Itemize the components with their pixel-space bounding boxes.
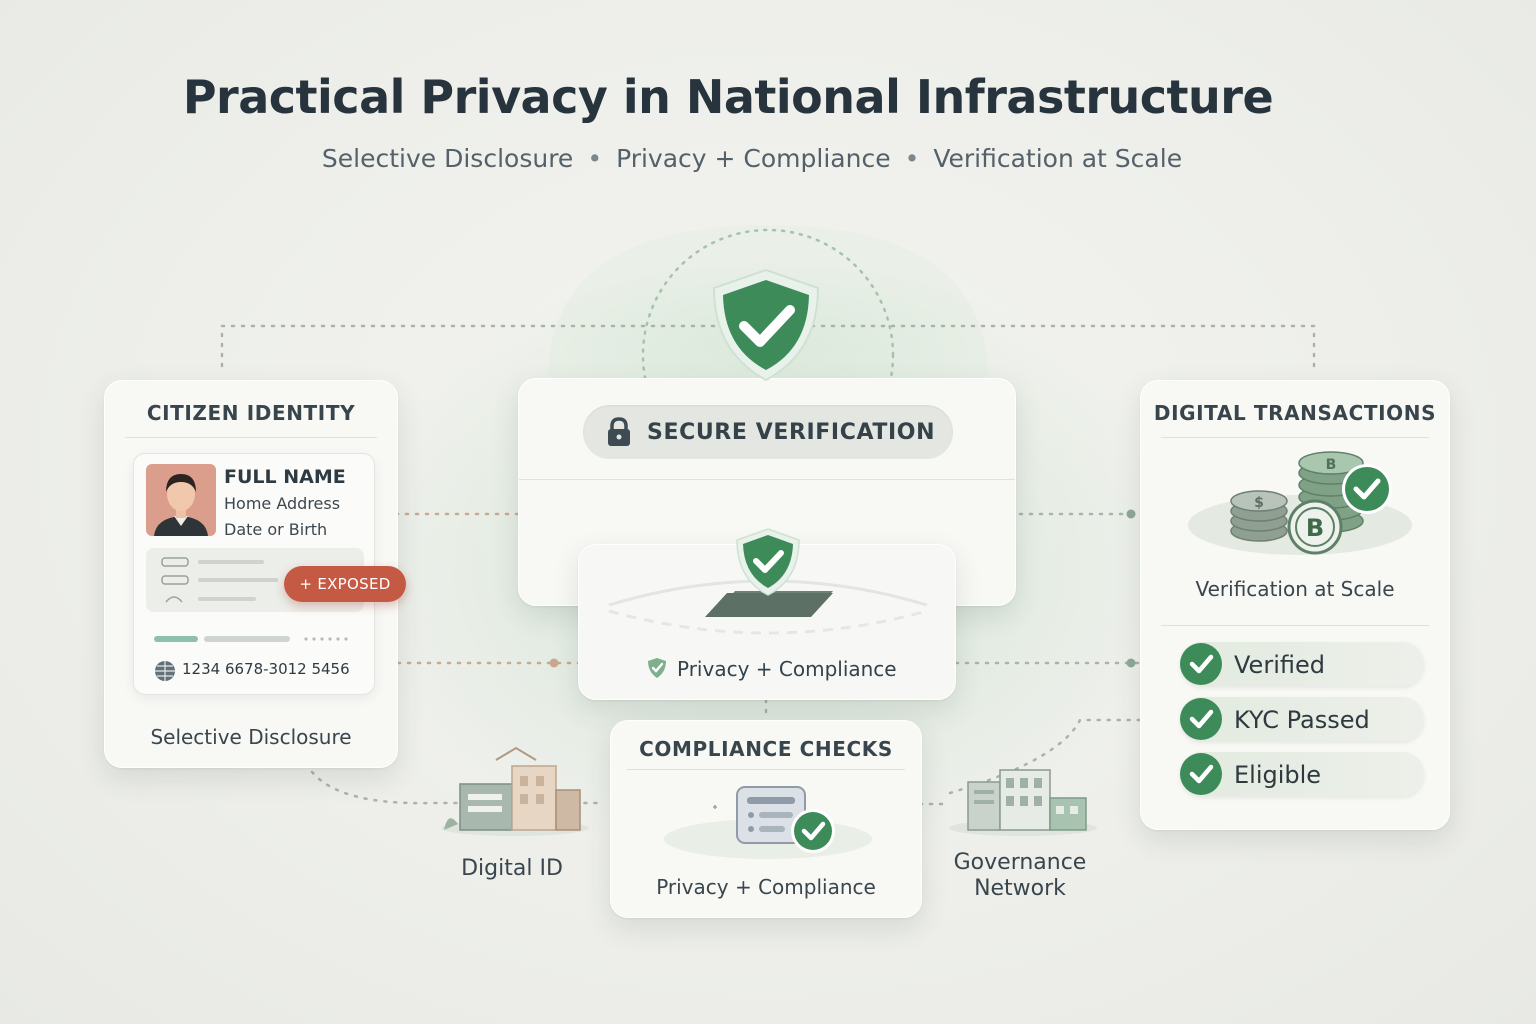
secure-verification-label: SECURE VERIFICATION (647, 420, 936, 445)
governance-line: Governance (953, 850, 1087, 875)
subtitle-separator: • (587, 144, 603, 173)
compliance-checks-card: COMPLIANCE CHECKS Privacy + Compliance (610, 720, 922, 918)
digital-id-label: Digital ID (461, 856, 563, 881)
status-label: KYC Passed (1234, 706, 1370, 734)
digital-transactions-caption: Verification at Scale (1195, 577, 1395, 601)
id-number: 1234 6678-3012 5456 (182, 660, 350, 678)
svg-text:B: B (1326, 457, 1337, 473)
platform-illustration (608, 579, 928, 635)
privacy-compliance-caption: Privacy + Compliance (677, 657, 897, 681)
home-address-label: Home Address (224, 494, 341, 513)
full-name-label: FULL NAME (224, 466, 346, 488)
divider (1161, 625, 1429, 626)
subtitle-item: Privacy + Compliance (616, 144, 891, 173)
avatar-icon (146, 464, 216, 536)
progress-bars (154, 636, 348, 642)
divider (627, 769, 905, 770)
compliance-checks-caption: Privacy + Compliance (656, 875, 876, 899)
page-title: Practical Privacy in National Infrastruc… (182, 70, 1274, 124)
date-of-birth-label: Date or Birth (224, 520, 328, 539)
status-verified: Verified (1180, 642, 1424, 686)
page-subtitle: Selective Disclosure • Privacy + Complianc… (0, 144, 1504, 173)
check-circle-icon (1180, 698, 1222, 740)
building-icon (948, 764, 1098, 836)
shield-check-icon (647, 657, 667, 679)
check-circle-icon (1180, 643, 1222, 685)
svg-text:B: B (1306, 514, 1324, 542)
compliance-checks-title: COMPLIANCE CHECKS (639, 737, 893, 761)
digital-transactions-title: DIGITAL TRANSACTIONS (1153, 401, 1437, 425)
coins-icon: $ B B (1187, 445, 1413, 563)
governance-line: Network (974, 876, 1066, 901)
privacy-compliance-card: Privacy + Compliance (578, 528, 956, 700)
svg-text:$: $ (1254, 495, 1264, 511)
document-check-icon (663, 781, 873, 861)
shield-check-icon (733, 527, 803, 597)
globe-icon (154, 660, 176, 682)
status-label: Eligible (1234, 761, 1322, 789)
divider (519, 479, 1015, 480)
shield-check-icon (706, 266, 826, 384)
building-icon (440, 744, 590, 836)
citizen-identity-caption: Selective Disclosure (150, 725, 352, 749)
citizen-identity-title: CITIZEN IDENTITY (146, 401, 356, 425)
lock-icon (605, 417, 633, 447)
governance-network-label: Governance Network (930, 850, 1110, 902)
subtitle-separator: • (904, 144, 920, 173)
check-circle-icon (1180, 753, 1222, 795)
id-card: FULL NAME Home Address Date or Birth (133, 453, 375, 695)
secure-verification-pill: SECURE VERIFICATION (583, 405, 953, 459)
divider (125, 437, 377, 438)
divider (1161, 437, 1429, 438)
subtitle-item: Verification at Scale (933, 144, 1183, 173)
status-eligible: Eligible (1180, 752, 1424, 796)
subtitle-item: Selective Disclosure (321, 144, 574, 173)
status-label: Verified (1234, 651, 1325, 679)
exposed-badge: + EXPOSED (284, 566, 406, 602)
status-kyc-passed: KYC Passed (1180, 697, 1424, 741)
